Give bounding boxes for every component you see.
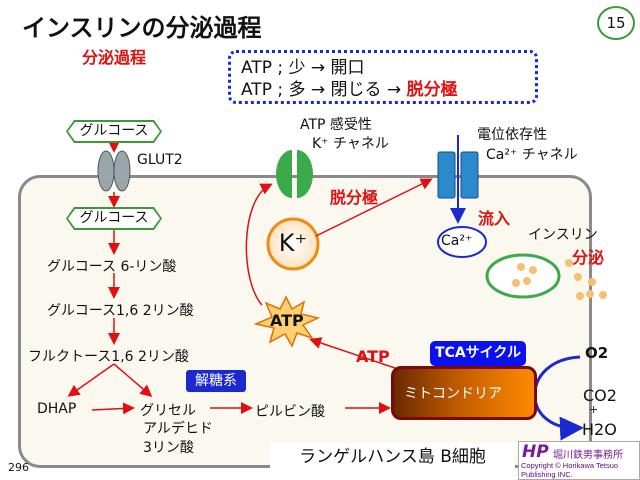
rule-line-2: ATP ; 多 → 閉じる → 脱分極 — [241, 79, 525, 101]
glucose-inside-text: グルコース — [68, 209, 160, 228]
atp-rule-box: ATP ; 少 → 開口 ATP ; 多 → 閉じる → 脱分極 — [228, 50, 538, 104]
logo-copyright: Copyright © Horikawa Tetsuo Publishing I… — [521, 461, 619, 479]
ca-ion-ellipse — [437, 226, 487, 258]
influx-label: 流入 — [478, 209, 511, 228]
atp-produced-label: ATP — [356, 347, 390, 366]
glucose-outside-text: グルコース — [68, 122, 160, 141]
insulin-vesicle-icon — [485, 253, 607, 300]
publisher-logo: HP 堀川鉄男事務所 Copyright © Horikawa Tetsuo P… — [518, 441, 640, 480]
cav-label-2: Ca²⁺ チャネル — [486, 147, 578, 163]
slide-id: 296 — [8, 461, 29, 474]
pathway-arrows — [67, 141, 433, 415]
fructose-16-bisphosphate: フルクトース1,6 2リン酸 — [28, 349, 189, 365]
o2-label: O2 — [585, 344, 609, 362]
ca-ion-label: Ca²⁺ — [441, 233, 473, 249]
respiration-arrow — [533, 355, 584, 441]
rule-line-1: ATP ; 少 → 開口 — [241, 58, 365, 78]
glucose-6-phosphate: グルコース 6-リン酸 — [47, 259, 177, 275]
pyruvate: ピルビン酸 — [255, 404, 325, 420]
katp-label-2: K⁺ チャネル — [312, 136, 389, 152]
h2o-label: H2O — [582, 420, 617, 439]
mitochondria: ミトコンドリア — [391, 366, 537, 420]
katp-channel-icon — [276, 150, 313, 198]
dhap: DHAP — [37, 401, 77, 417]
plus-label: + — [589, 403, 599, 416]
slide-title: インスリンの分泌過程 — [22, 14, 262, 42]
page-number-badge: 15 — [597, 6, 635, 40]
gap-line-2: アルデヒド — [143, 421, 213, 437]
gap-line-1: グリセル — [140, 403, 196, 419]
insulin-label: インスリン — [528, 227, 598, 243]
atp-burst-label: ATP — [270, 311, 304, 330]
gap-line-3: 3リン酸 — [143, 440, 194, 456]
rule-line-2-highlight: 脱分極 — [406, 80, 458, 100]
co2-label: CO2 — [583, 386, 617, 405]
depolarization-label: 脱分極 — [330, 188, 379, 207]
glut2-channel-icon — [97, 150, 131, 192]
cav-label-1: 電位依存性 — [477, 127, 547, 143]
cav-channel-icon — [437, 135, 479, 224]
k-ion-label: K⁺ — [278, 229, 308, 257]
secretion-label: 分泌 — [572, 248, 605, 267]
logo-mark: HP — [522, 442, 549, 462]
logo-name: 堀川鉄男事務所 — [553, 450, 623, 461]
glut2-label: GLUT2 — [137, 152, 183, 168]
tca-cycle-label: TCAサイクル — [430, 341, 526, 366]
katp-label-1: ATP 感受性 — [300, 117, 372, 133]
slide-subtitle: 分泌過程 — [82, 48, 147, 67]
glucose-outside-label: グルコース — [66, 120, 162, 143]
glucose-inside-label: グルコース — [66, 207, 162, 230]
rule-line-2-prefix: ATP ; 多 → 閉じる → — [241, 80, 402, 100]
glucose-16-bisphosphate: グルコース1,6 2リン酸 — [47, 303, 194, 319]
atp-starburst-icon — [253, 295, 321, 348]
k-ion-circle — [266, 217, 320, 271]
glycolysis-label: 解糖系 — [186, 370, 246, 392]
cell-name-label: ランゲルハンス島 B細胞 — [270, 443, 515, 471]
